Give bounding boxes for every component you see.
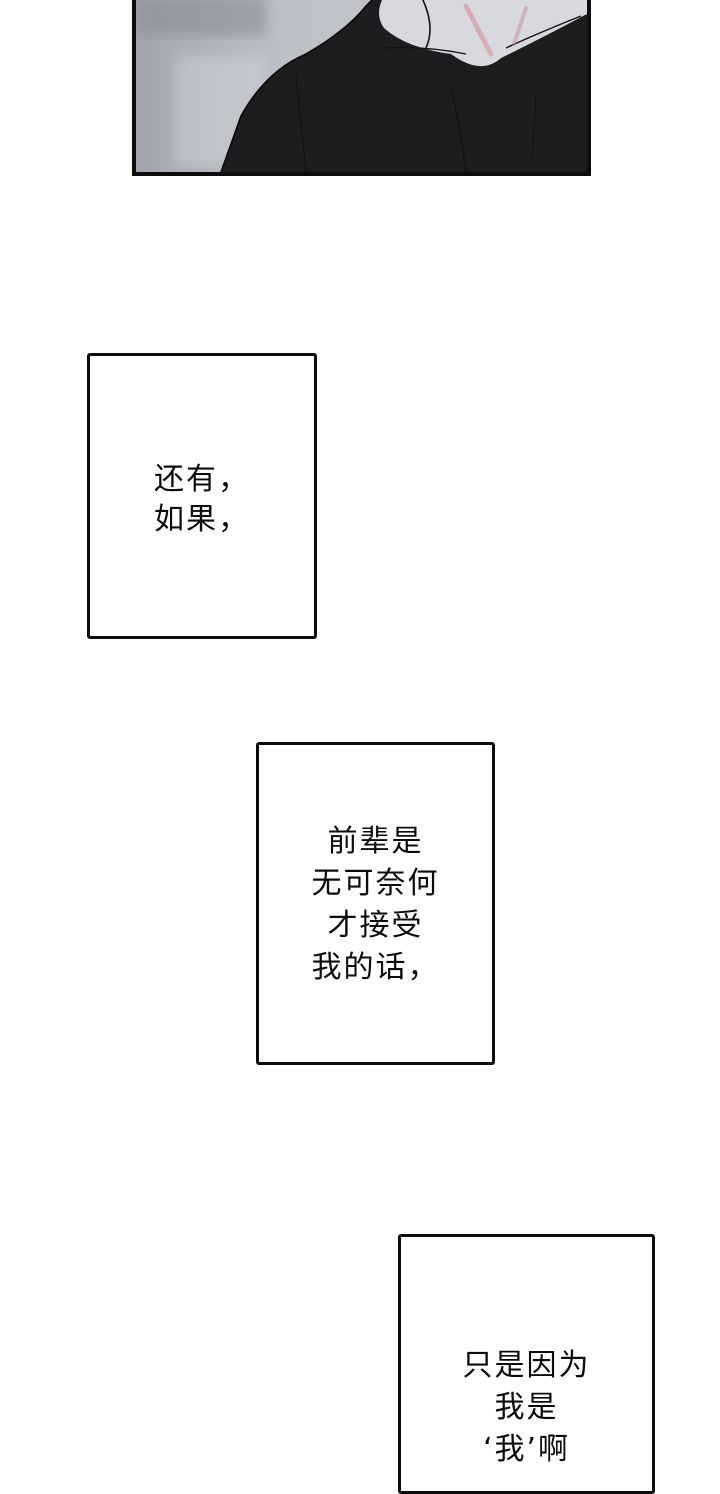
caption-text-2: 前辈是 无可奈何 才接受 我的话， [312, 821, 440, 989]
caption-line: 我是 [494, 1390, 559, 1425]
caption-line: 如果， [154, 502, 250, 537]
caption-text-1: 还有， 如果， [154, 460, 250, 540]
caption-line: 只是因为 [462, 1348, 591, 1383]
caption-box-2: 前辈是 无可奈何 才接受 我的话， [256, 742, 495, 1065]
caption-text-3: 只是因为 我是 ‘我’啊 [463, 1345, 591, 1471]
caption-line: ‘我’啊 [482, 1432, 571, 1467]
caption-box-3: 只是因为 我是 ‘我’啊 [398, 1234, 655, 1494]
panel-illustration [136, 0, 587, 172]
caption-line: 前辈是 [327, 823, 424, 859]
caption-line: 我的话， [311, 949, 440, 985]
caption-line: 还有， [154, 462, 250, 497]
comic-panel-art [132, 0, 591, 176]
caption-line: 无可奈何 [311, 865, 440, 901]
caption-line: 才接受 [327, 907, 424, 943]
caption-box-1: 还有， 如果， [87, 353, 317, 639]
